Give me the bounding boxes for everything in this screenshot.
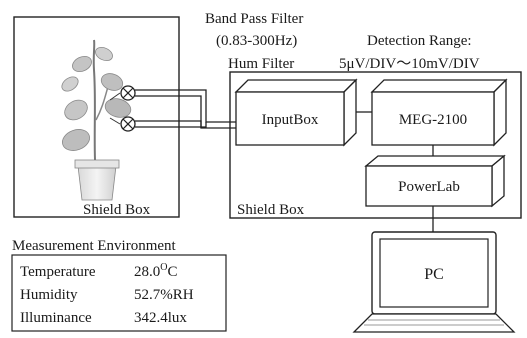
env-row-illuminance-value: 342.4lux [134, 310, 187, 326]
filter-label-line2: (0.83-300Hz) [216, 33, 297, 49]
environment-table [11, 254, 227, 332]
left-shield-box-label: Shield Box [83, 202, 151, 218]
signal-wires [135, 89, 236, 129]
detection-label-line2: 5μV/DIV～10mV/DIV [339, 56, 480, 72]
inputbox-block: InputBox [234, 78, 358, 147]
inputbox-label: InputBox [262, 112, 319, 128]
filter-label-line3: Hum Filter [228, 56, 294, 72]
meg-2100-block: MEG-2100 [370, 78, 508, 147]
powerlab-block: PowerLab [364, 154, 506, 208]
env-row-illuminance-name: Illuminance [20, 310, 92, 326]
filter-label-line1: Band Pass Filter [205, 11, 303, 27]
env-row-humidity-name: Humidity [20, 287, 78, 303]
meg-2100-label: MEG-2100 [399, 112, 467, 128]
electrode-2-icon [109, 116, 136, 132]
env-row-temperature-name: Temperature [20, 264, 96, 280]
right-shield-box [229, 71, 522, 219]
pc-icon: PC [352, 231, 516, 333]
plant-illustration [61, 39, 132, 201]
env-row-humidity-value: 52.7%RH [134, 287, 194, 303]
right-shield-box-label: Shield Box [237, 202, 305, 218]
electrode-1-icon [109, 85, 136, 101]
pc-label: PC [424, 266, 444, 283]
environment-title: Measurement Environment [12, 238, 177, 254]
powerlab-label: PowerLab [398, 179, 460, 195]
detection-label-line1: Detection Range: [367, 33, 472, 49]
env-row-temperature-value: 28.0OC [134, 262, 178, 280]
